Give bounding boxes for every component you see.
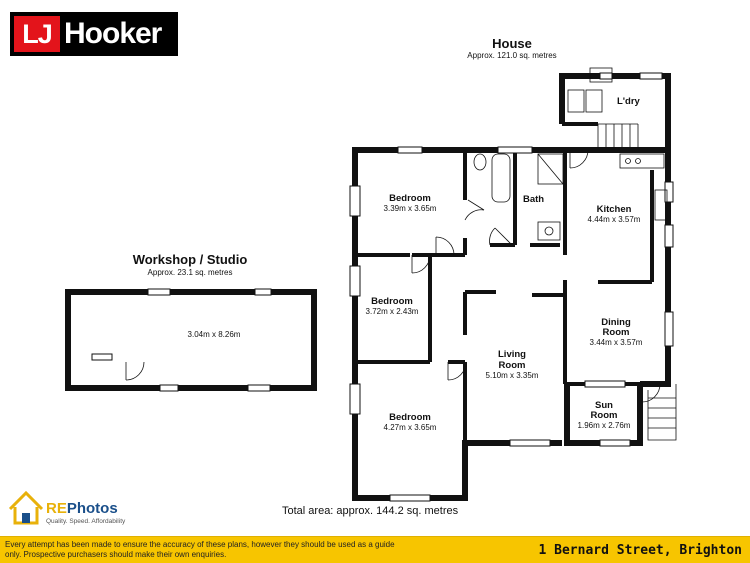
dining-label-1: Dining: [601, 317, 631, 328]
kitchen-dims: 4.44m x 3.57m: [588, 215, 641, 224]
bedroom2-label: Bedroom: [371, 296, 413, 307]
total-area: Total area: approx. 144.2 sq. metres: [282, 505, 459, 517]
living-dims: 5.10m x 3.35m: [486, 371, 539, 380]
workshop-title: Workshop / Studio: [132, 252, 248, 267]
bath-label: Bath: [523, 194, 544, 205]
laundry-label: L'dry: [617, 96, 641, 107]
sun-label-2: Room: [591, 410, 618, 421]
house-title: House: [492, 36, 532, 51]
fixtures: [473, 67, 677, 441]
bedroom2-dims: 3.72m x 2.43m: [366, 307, 419, 316]
lj-hooker-logo: LJ Hooker: [10, 12, 178, 56]
workshop-door: [124, 352, 145, 381]
living-label-2: Room: [499, 360, 526, 371]
house-area: Approx. 121.0 sq. metres: [467, 51, 557, 60]
workshop-windows: [91, 288, 272, 392]
logo-wordmark: Hooker: [64, 17, 162, 50]
house-icon: [8, 490, 44, 525]
bedroom1-dims: 3.39m x 3.65m: [384, 204, 437, 213]
bedroom3-dims: 4.27m x 3.65m: [384, 423, 437, 432]
workshop-area: Approx. 23.1 sq. metres: [147, 268, 233, 277]
living-label-1: Living: [498, 349, 526, 360]
house-windows: [349, 72, 674, 502]
kitchen-label: Kitchen: [597, 204, 632, 215]
disclaimer: Every attempt has been made to ensure th…: [5, 540, 395, 559]
workshop-dims: 3.04m x 8.26m: [188, 330, 241, 339]
dining-dims: 3.44m x 3.57m: [590, 338, 643, 347]
door-swings: [411, 149, 661, 403]
logo-badge: LJ: [14, 16, 60, 52]
rephotos-wordmark: REPhotos: [46, 500, 118, 517]
footer-bar: Every attempt has been made to ensure th…: [0, 536, 750, 563]
sun-label-1: Sun: [595, 400, 613, 411]
dining-label-2: Room: [603, 327, 630, 338]
workshop-walls: [65, 289, 317, 391]
bedroom1-label: Bedroom: [389, 193, 431, 204]
floor-plan: L'dry Bath Kitchen 4.44m x 3.57m Bedroom…: [65, 67, 677, 502]
house-walls: [352, 73, 671, 501]
rephotos-logo: REPhotos Quality. Speed. Affordability: [6, 487, 146, 531]
property-address: 1 Bernard Street, Brighton: [538, 543, 743, 558]
bedroom3-label: Bedroom: [389, 412, 431, 423]
internal-walls: [355, 122, 654, 443]
rephotos-tagline: Quality. Speed. Affordability: [46, 518, 126, 525]
sun-dims: 1.96m x 2.76m: [578, 421, 631, 430]
